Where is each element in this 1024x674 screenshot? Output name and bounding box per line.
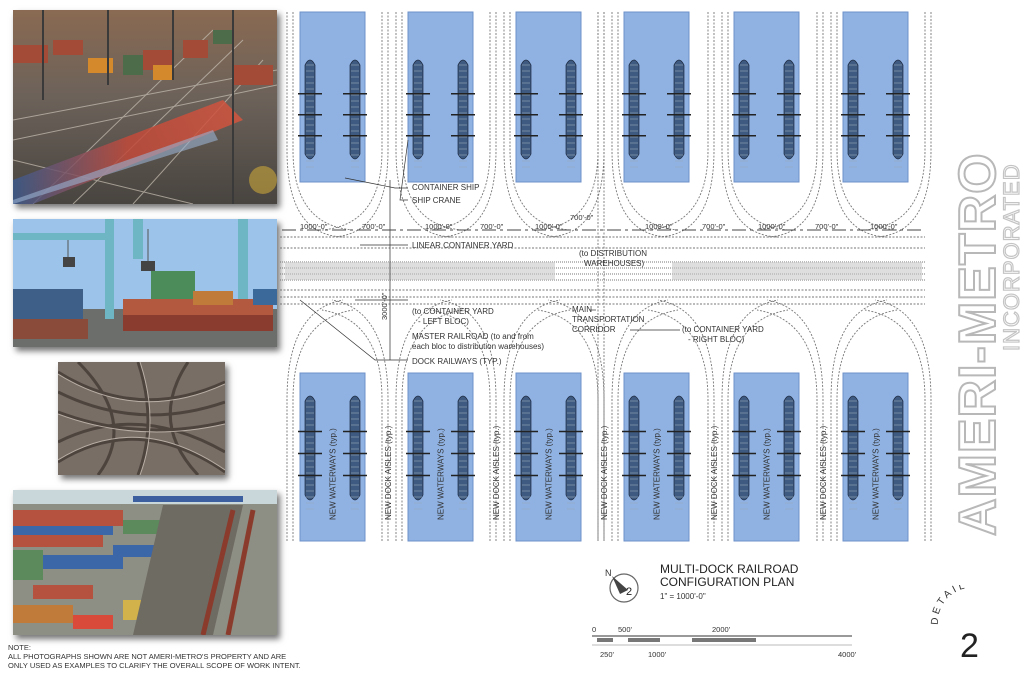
master-railroad-label-1: MASTER RAILROAD (to and from: [412, 332, 534, 341]
new-dock-aisles-label-1: NEW DOCK AISLES (typ.): [384, 425, 393, 520]
container-ship-bottom-20: [667, 395, 691, 510]
scale-label-1000: 1000': [648, 650, 667, 659]
container-ship-bottom-23: [841, 395, 865, 510]
detail-badge: DETAIL 2: [930, 585, 979, 665]
scale-label-250: 250': [600, 650, 615, 659]
new-waterways-label-5: NEW WATERWAYS (typ.): [763, 428, 772, 520]
container-crane-photo: [13, 219, 277, 347]
note-line-1: ALL PHOTOGRAPHS SHOWN ARE NOT AMERI-METR…: [8, 652, 287, 661]
plan-title-line-1: MULTI-DOCK RAILROAD: [660, 562, 799, 576]
note-line-2: ONLY USED AS EXAMPLES TO CLARIFY THE OVE…: [8, 661, 301, 670]
new-waterways-label-3: NEW WATERWAYS (typ.): [545, 428, 554, 520]
container-ship-top-12: [886, 59, 910, 168]
new-waterways-label-6: NEW WATERWAYS (typ.): [872, 428, 881, 520]
dimension-label-2: 700'-0": [362, 222, 386, 231]
brand-sub: INCORPORATED: [999, 163, 1020, 351]
dimension-label-5: 1000'-0": [535, 222, 563, 231]
to-yard-right-label-2: - RIGHT BLOC): [688, 335, 745, 344]
to-distribution-label-2: WAREHOUSES): [584, 259, 644, 268]
note-title: NOTE:: [8, 643, 31, 652]
dimension-label-9: 1000'-0": [758, 222, 786, 231]
container-ship-top-10: [777, 59, 801, 168]
dimension-labels: 1000'-0" 700'-0" 1000'-0" 700'-0" 1000'-0" 70…: [300, 213, 898, 231]
container-ship-bottom-19: [622, 395, 646, 510]
rail-network: [280, 12, 932, 541]
main-corridor-label-3: CORRIDOR: [572, 325, 616, 334]
container-ship-bottom-24: [886, 395, 910, 510]
dimension-label-11: 1000'-0": [870, 222, 898, 231]
leader-lines: [299, 139, 680, 361]
container-ship-top-9: [732, 59, 756, 168]
main-corridor-label-2: TRANSPORTATION: [572, 315, 645, 324]
to-distribution-label-1: (to DISTRIBUTION: [579, 249, 647, 258]
rail-yard-photo: [13, 10, 277, 204]
new-waterways-label-2: NEW WATERWAYS (typ.): [437, 428, 446, 520]
dimension-label-4: 700'-0": [480, 222, 504, 231]
container-ship-bottom-13: [298, 395, 322, 510]
container-ship-top-6: [559, 59, 583, 168]
container-ship-bottom-14: [343, 395, 367, 510]
dimension-label-1: 1000'-0": [300, 222, 328, 231]
container-yard-block-2: [672, 262, 922, 280]
to-yard-right-label-1: (to CONTAINER YARD: [682, 325, 764, 334]
plan-title-line-2: CONFIGURATION PLAN: [660, 575, 795, 589]
scale-label-2000: 2000': [712, 625, 731, 634]
container-ship-top-11: [841, 59, 865, 168]
master-railroad-label-2: each bloc to distribution warehouses): [412, 342, 544, 351]
new-dock-aisles-label-4: NEW DOCK AISLES (typ.): [710, 425, 719, 520]
vertical-dimension-label: 3000'-0": [380, 292, 389, 320]
dock-railways-label: DOCK RAILWAYS (TYP.): [412, 357, 502, 366]
scale-label-4000: 4000': [838, 650, 857, 659]
container-ship-label: CONTAINER SHIP: [412, 183, 479, 192]
to-yard-left-label-2: - LEFT BLOC): [418, 317, 469, 326]
photo-disclaimer: NOTE: ALL PHOTOGRAPHS SHOWN ARE NOT AMER…: [8, 643, 328, 670]
north-number: 2: [626, 586, 632, 598]
linear-yard-label: LINEAR CONTAINER YARD: [412, 241, 514, 250]
container-ship-top-4: [451, 59, 475, 168]
scale-bar: 0 500' 2000' 250' 1000' 4000': [592, 625, 857, 659]
plan-title: MULTI-DOCK RAILROAD CONFIGURATION PLAN: [660, 563, 798, 589]
detail-word: DETAIL: [930, 585, 966, 625]
scale-label-0: 0: [592, 625, 596, 634]
container-terminal-photo: [13, 490, 277, 635]
container-ship-top-8: [667, 59, 691, 168]
container-ship-bottom-18: [559, 395, 583, 510]
ships-group: [298, 59, 910, 510]
container-ship-bottom-17: [514, 395, 538, 510]
container-ship-bottom-22: [777, 395, 801, 510]
scale-note: 1" = 1000'-0": [660, 592, 706, 601]
dimension-label-7: 1000'-0": [645, 222, 673, 231]
container-ship-bottom-15: [406, 395, 430, 510]
new-waterways-label-4: NEW WATERWAYS (typ.): [653, 428, 662, 520]
new-waterways-label-1: NEW WATERWAYS (typ.): [329, 428, 338, 520]
container-ship-bottom-21: [732, 395, 756, 510]
new-dock-aisles-label-3: NEW DOCK AISLES (typ.): [600, 425, 609, 520]
brand-logo: AMERI-METRO INCORPORATED: [948, 151, 1020, 536]
north-letter: N: [605, 568, 612, 578]
container-ship-top-3: [406, 59, 430, 168]
scale-label-500: 500': [618, 625, 633, 634]
new-dock-aisles-label-5: NEW DOCK AISLES (typ.): [819, 425, 828, 520]
dimension-label-10: 700'-0": [815, 222, 839, 231]
new-dock-aisles-label-2: NEW DOCK AISLES (typ.): [492, 425, 501, 520]
brand-name: AMERI-METRO: [949, 152, 1007, 536]
container-yard-block-1: [285, 262, 555, 280]
svg-text:DETAIL: DETAIL: [930, 585, 969, 625]
container-ship-top-2: [343, 59, 367, 168]
detail-number: 2: [960, 627, 979, 665]
north-arrow: N 2: [605, 568, 639, 603]
rail-switches-photo: [58, 362, 225, 475]
dimension-label-8: 700'-0": [702, 222, 726, 231]
vertical-labels: NEW WATERWAYS (typ.) NEW WATERWAYS (typ.)…: [329, 425, 881, 520]
container-ship-top-5: [514, 59, 538, 168]
dimension-label-3: 1000'-0": [425, 222, 453, 231]
main-corridor-label-1: MAIN: [572, 305, 592, 314]
container-ship-top-1: [298, 59, 322, 168]
container-ship-top-7: [622, 59, 646, 168]
container-ship-bottom-16: [451, 395, 475, 510]
dimension-label-6: 700'-0": [570, 213, 594, 222]
ship-crane-label: SHIP CRANE: [412, 196, 461, 205]
to-yard-left-label-1: (to CONTAINER YARD: [412, 307, 494, 316]
